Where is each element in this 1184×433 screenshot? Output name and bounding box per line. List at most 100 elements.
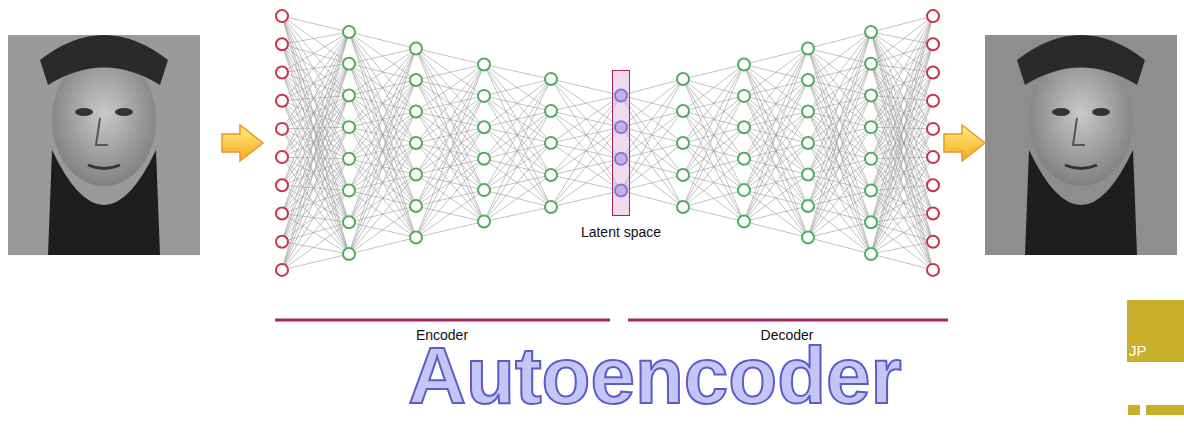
connection-line: [621, 159, 683, 207]
connection-line: [484, 207, 551, 222]
connection-line: [349, 32, 416, 206]
connection-line: [871, 44, 933, 190]
connection-line: [808, 64, 871, 238]
connection-line: [349, 49, 416, 96]
neuron: [276, 123, 288, 135]
connection-line: [871, 157, 933, 222]
neuron: [802, 169, 814, 181]
neuron: [410, 43, 422, 55]
connection-line: [349, 175, 416, 254]
neuron: [343, 58, 355, 70]
connection-line: [871, 254, 933, 270]
neuron: [343, 153, 355, 165]
connection-line: [808, 112, 871, 254]
connection-line: [349, 32, 416, 80]
neuron: [738, 59, 750, 71]
connection-line: [282, 157, 349, 159]
connection-line: [683, 79, 744, 159]
connection-line: [871, 16, 933, 190]
neuron: [343, 216, 355, 228]
neuron: [802, 200, 814, 212]
neuron: [343, 26, 355, 38]
network-connections: [282, 16, 933, 270]
connection-line: [282, 64, 349, 270]
connection-line: [871, 64, 933, 242]
connection-line: [416, 190, 484, 237]
connection-line: [349, 49, 416, 191]
neuron: [545, 105, 557, 117]
logo-block-bar: [1146, 405, 1184, 415]
connection-line: [282, 32, 349, 242]
neuron: [343, 89, 355, 101]
connection-line: [416, 65, 484, 144]
connection-line: [808, 95, 871, 237]
connection-line: [744, 49, 808, 191]
connection-line: [808, 191, 871, 238]
connection-line: [484, 143, 551, 222]
connection-line: [683, 96, 744, 207]
neuron: [865, 216, 877, 228]
connection-line: [744, 127, 808, 237]
neuron: [802, 43, 814, 55]
connection-line: [349, 49, 416, 128]
connection-line: [282, 64, 349, 214]
connection-line: [282, 127, 349, 242]
neuron: [478, 216, 490, 228]
neuron: [343, 121, 355, 133]
connection-line: [282, 95, 349, 128]
connection-line: [871, 222, 933, 241]
connection-line: [871, 127, 933, 242]
connection-line: [551, 95, 621, 143]
connection-line: [416, 65, 484, 112]
connection-line: [808, 32, 871, 174]
neuron: [478, 153, 490, 165]
network-neurons: [276, 10, 939, 276]
neuron: [276, 38, 288, 50]
connection-line: [551, 159, 621, 207]
connection-line: [484, 96, 551, 207]
connection-line: [683, 79, 744, 222]
connection-line: [416, 65, 484, 81]
connection-line: [282, 64, 349, 242]
connection-line: [744, 65, 808, 238]
latent-layer-outline: [612, 70, 630, 216]
neuron: [276, 95, 288, 107]
connection-line: [349, 49, 416, 254]
connection-line: [744, 49, 808, 159]
connection-line: [484, 79, 551, 127]
connection-line: [744, 96, 808, 238]
neuron: [802, 232, 814, 244]
connection-line: [871, 16, 933, 95]
connection-line: [484, 175, 551, 222]
connection-line: [416, 65, 484, 175]
connection-line: [282, 159, 349, 270]
connection-line: [484, 79, 551, 190]
neuron: [865, 26, 877, 38]
latent-space-box: Latent space: [579, 70, 663, 240]
connection-line: [282, 222, 349, 270]
connection-line: [683, 79, 744, 190]
neuron: [677, 137, 689, 149]
connection-line: [551, 95, 621, 175]
neuron: [545, 201, 557, 213]
neuron: [478, 121, 490, 133]
neuron: [677, 201, 689, 213]
neuron: [410, 106, 422, 118]
connection-line: [416, 127, 484, 237]
connection-line: [683, 159, 744, 207]
neuron: [927, 38, 939, 50]
connection-line: [484, 79, 551, 159]
connection-line: [416, 49, 484, 222]
connection-line: [808, 238, 871, 254]
neuron: [410, 232, 422, 244]
connection-line: [808, 222, 871, 237]
neuron: [927, 123, 939, 135]
connection-line: [871, 214, 933, 254]
neuron: [865, 185, 877, 197]
connection-line: [416, 49, 484, 96]
connection-line: [744, 159, 808, 238]
connection-line: [621, 79, 683, 127]
connection-line: [551, 79, 621, 159]
input-arrow: [222, 125, 263, 161]
